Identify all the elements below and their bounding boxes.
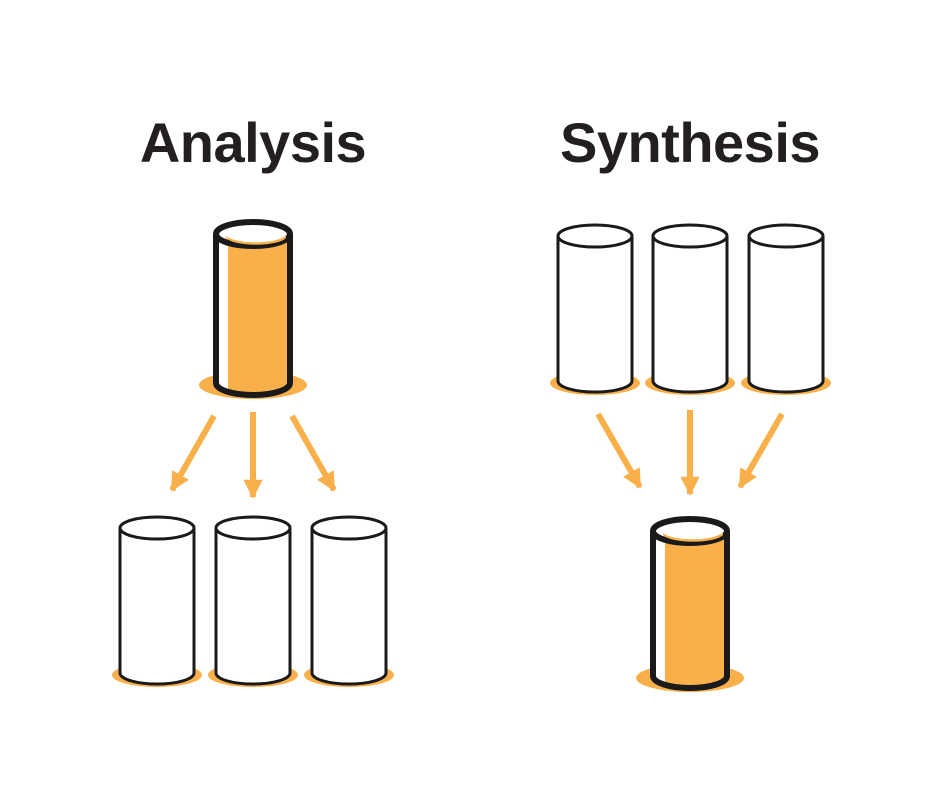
cylinder-top	[214, 515, 292, 541]
arrow-merge-right	[595, 412, 643, 489]
cylinder-top	[556, 223, 634, 249]
analysis-source-cylinder	[199, 219, 307, 399]
cylinder-top	[310, 515, 388, 541]
cylinder-body	[653, 236, 727, 392]
analysis-result-cylinder-2	[208, 515, 298, 687]
cylinder-outline	[747, 236, 825, 394]
cylinder-outline	[556, 236, 634, 394]
cylinder-liquid	[665, 531, 728, 689]
cylinder-liquid-surface	[663, 532, 723, 542]
synthesis-title: Synthesis	[559, 111, 821, 174]
arrow-merge-left	[737, 412, 785, 489]
cylinder-outline	[213, 234, 293, 398]
synthesis-result-cylinder	[636, 516, 744, 692]
analysis-result-cylinder-1	[112, 515, 202, 687]
cylinder-body	[216, 528, 290, 684]
cylinder-body	[749, 236, 823, 392]
cylinder-outline	[214, 528, 292, 686]
synthesis-source-cylinder-1	[550, 223, 640, 395]
synthesis-source-cylinder-3	[741, 223, 831, 395]
cylinder-body	[312, 528, 386, 684]
cylinder-outline	[118, 528, 196, 686]
cylinder-body	[558, 236, 632, 392]
cylinder-outline	[650, 531, 730, 691]
analysis-title: Analysis	[139, 111, 367, 174]
cylinder-liquid-surface	[226, 235, 286, 245]
analysis-split-arrows	[169, 412, 337, 499]
analysis-result-cylinder-3	[304, 515, 394, 687]
cylinder-top	[118, 515, 196, 541]
synthesis-merge-arrows	[595, 410, 785, 496]
cylinder-liquid	[228, 234, 291, 396]
arrow-down-right	[289, 414, 337, 492]
cylinder-outline	[651, 236, 729, 394]
arrow-down-left	[169, 414, 217, 492]
cylinder-top	[651, 223, 729, 249]
cylinder-outline	[310, 528, 388, 686]
synthesis-source-cylinder-2	[645, 223, 735, 395]
cylinder-top	[747, 223, 825, 249]
cylinder-body	[120, 528, 194, 684]
